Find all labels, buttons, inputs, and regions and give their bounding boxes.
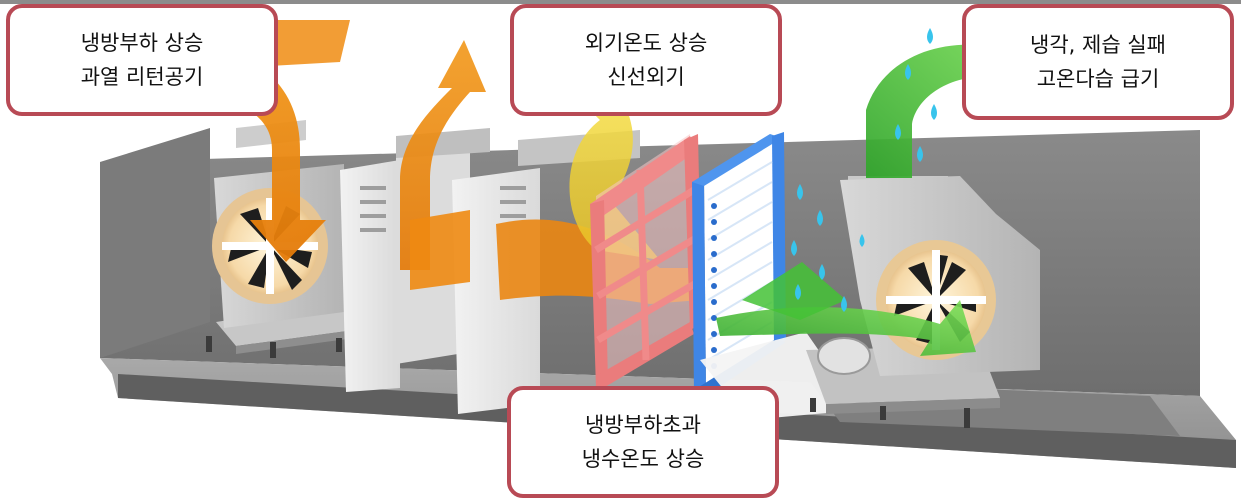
motor: [817, 337, 871, 375]
callout-line: 외기온도 상승: [584, 31, 708, 55]
coil-frame-left: [692, 178, 706, 396]
coil-fin-lines: [707, 161, 773, 361]
skid-foot: [810, 398, 816, 412]
casing-left-wall: [100, 128, 210, 358]
top-divider: [0, 0, 1241, 4]
water-droplet-icon: [859, 234, 865, 247]
water-droplet-icon: [817, 210, 823, 226]
callout-line: 고온다습 급기: [1036, 67, 1160, 91]
callout-return-air: 냉방부하 상승 과열 리턴공기: [6, 4, 278, 116]
filter-section: [590, 134, 702, 390]
supply-skid-edge: [826, 398, 1000, 414]
coil-frame-top: [692, 134, 782, 186]
outdoor-air-arrow: [540, 60, 660, 260]
mixed-air-body: [410, 210, 470, 290]
callout-supply-air: 냉각, 제습 실패 고온다습 급기: [962, 4, 1234, 120]
fan-strut: [886, 296, 986, 304]
skid-foot: [880, 406, 886, 420]
skid-foot: [336, 338, 342, 352]
water-droplet-icon: [895, 124, 901, 140]
supply-air-stream: [742, 262, 846, 320]
filter-grid: [594, 169, 700, 361]
skid-foot: [206, 336, 212, 352]
coil-tubes: [711, 203, 717, 369]
supply-air-arrow-through-coil: [716, 300, 976, 356]
fan-strut: [222, 242, 318, 250]
water-droplet-icon: [797, 184, 803, 200]
water-droplet-icon: [791, 240, 797, 256]
water-droplet-icon: [795, 284, 801, 300]
water-droplet-icon: [841, 296, 847, 312]
exhaust-air-arrow: [400, 40, 486, 270]
water-droplet-icon: [917, 146, 923, 162]
callout-coil-load: 냉방부하초과 냉수온도 상승: [507, 386, 779, 498]
water-droplet-icon: [905, 64, 911, 80]
callout-line: 신선외기: [607, 65, 685, 89]
callout-line: 냉방부하초과: [585, 413, 701, 437]
water-droplet-icon: [927, 28, 933, 44]
callout-line: 과열 리턴공기: [80, 65, 204, 89]
skid-foot: [964, 408, 970, 428]
skid-foot: [270, 342, 276, 358]
filter-frame-top: [590, 136, 698, 218]
water-droplet-icon: [819, 264, 825, 280]
panel-mixing-left: [340, 160, 400, 392]
water-droplets: [791, 28, 937, 312]
callout-line: 냉방부하 상승: [80, 31, 204, 55]
callout-line: 냉각, 제습 실패: [1030, 33, 1166, 57]
callout-line: 냉수온도 상승: [581, 447, 705, 471]
water-droplet-icon: [931, 104, 937, 120]
callout-outdoor-air: 외기온도 상승 신선외기: [510, 4, 782, 116]
damper-louvers: [360, 186, 526, 232]
